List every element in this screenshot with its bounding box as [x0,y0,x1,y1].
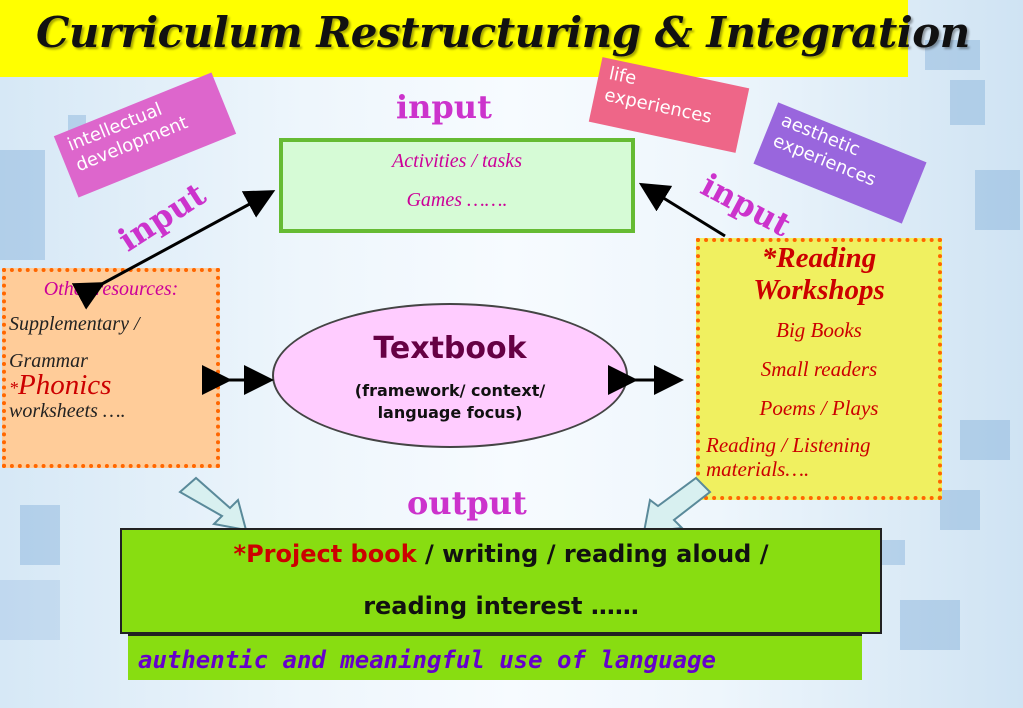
reading-workshops-box: *Reading Workshops Big Books Small reade… [696,238,942,500]
reading-workshops-heading: *Reading Workshops [753,242,885,306]
block-arrow-left [178,476,248,532]
activities-line: Activities / tasks [392,150,522,172]
other-resources-phonics-line: *Phonics [9,371,216,400]
phonics-star: * [9,378,18,398]
project-line2: reading interest …… [363,592,639,620]
authentic-use-box: authentic and meaningful use of language [128,634,862,680]
other-resources-line1: Supplementary / [9,313,140,335]
project-rest-text: / writing / reading aloud / [416,540,769,568]
other-resources-line4: worksheets …. [9,400,126,422]
reading-item: Poems / Plays [759,396,879,420]
reading-item: Big Books [776,318,862,342]
other-resources-line2: Grammar [9,350,88,372]
reading-item: Small readers [760,357,878,381]
authentic-use-text: authentic and meaningful use of language [138,646,716,674]
page-title: Curriculum Restructuring & Integration [36,8,970,57]
label-input-top: input [396,88,492,126]
textbook-title: Textbook [373,331,527,366]
games-line: Games ……. [406,189,508,211]
project-line1: *Project book / writing / reading aloud … [122,540,880,568]
textbook-subtitle: (framework/ context/ language focus) [354,381,546,422]
project-book-text: *Project book [233,540,417,568]
project-box: *Project book / writing / reading aloud … [120,528,882,634]
label-output: output [407,484,527,522]
activities-box: Activities / tasks Games ……. [279,138,635,233]
arrow-right-to-activities [638,182,726,238]
reading-item: Reading / Listening materials…. [706,433,871,481]
textbook-ellipse: Textbook (framework/ context/ language f… [272,303,628,448]
phonics-word: Phonics [18,369,112,401]
block-arrow-right [642,476,712,534]
arrow-left-to-activities [71,190,276,310]
title-bar [0,0,908,77]
